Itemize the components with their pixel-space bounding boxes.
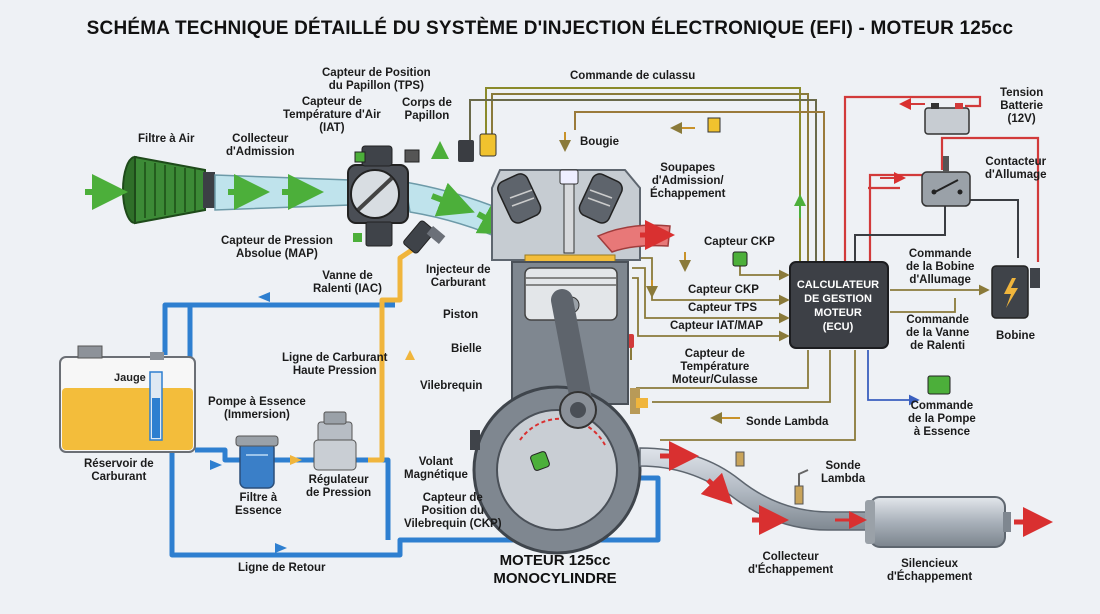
label-reservoir: Réservoir de Carburant (84, 458, 154, 483)
exhaust-flow-arrows (660, 441, 1053, 537)
label-pompe: Pompe à Essence (Immersion) (208, 396, 306, 421)
label-vilebrequin: Vilebrequin (420, 380, 483, 392)
label-injecteur: Injecteur de Carburant (426, 264, 491, 289)
ecu-box (789, 261, 889, 349)
fuel-flow-arrows (210, 292, 287, 553)
label-corps-papillon: Corps de Papillon (402, 97, 452, 122)
label-soupapes: Soupapes d'Admission/ Échappement (650, 162, 726, 200)
ecu-label: CALCULATEUR DE GESTION MOTEUR (ECU) (796, 279, 880, 333)
lambda-sensor (735, 451, 809, 505)
engine-label: MOTEUR 125cc MONOCYLINDRE (493, 552, 617, 587)
fuel-line-high-pressure (368, 247, 414, 463)
air-filter (122, 155, 215, 225)
label-commande-culasse: Commande de culassu (570, 70, 696, 82)
label-commande-vanne: Commande de la Vanne de Ralenti (906, 314, 970, 352)
label-capteur-tps-wire: Capteur TPS (688, 302, 758, 314)
diagram-title: SCHÉMA TECHNIQUE DÉTAILLÉ DU SYSTÈME D'I… (86, 18, 1014, 39)
fuel-filter (235, 435, 279, 489)
injector (403, 220, 446, 254)
ignition-switch (921, 156, 971, 207)
label-capteur-temp: Capteur de Température Moteur/Culasse (672, 348, 758, 386)
power-wires (843, 95, 1040, 268)
throttle-body (347, 145, 420, 247)
label-filtre-essence: Filtre à Essence (235, 492, 282, 517)
label-volant: Volant Magnétique (404, 456, 468, 481)
label-silencieux: Silencieux d'Échappement (887, 558, 973, 583)
label-contacteur: Contacteur d'Allumage (985, 156, 1047, 181)
label-bougie: Bougie (580, 136, 619, 148)
label-bobine: Bobine (996, 330, 1035, 342)
ecu-signal-wires (632, 257, 990, 441)
label-bielle: Bielle (451, 343, 482, 355)
label-tension: Tension Batterie (12V) (1000, 87, 1044, 125)
fuel-tank (59, 345, 196, 453)
label-piston: Piston (443, 309, 479, 321)
label-collecteur-echappement: Collecteur d'Échappement (748, 551, 834, 576)
label-capteur-map: Capteur de Pression Absolue (MAP) (221, 235, 333, 260)
label-vanne-ralenti: Vanne de Ralenti (IAC) (313, 270, 382, 295)
label-commande-pompe: Commande de la Pompe à Essence (908, 400, 976, 438)
label-capteur-iat-map: Capteur IAT/MAP (670, 320, 764, 332)
gauge-label: Jauge (114, 372, 146, 384)
connectors-top (458, 133, 497, 162)
label-collecteur-admission: Collecteur d'Admission (226, 133, 295, 158)
label-filtre-air: Filtre à Air (138, 133, 195, 145)
fuel-pump-connector (927, 375, 951, 395)
label-sonde-lambda: Sonde Lambda (821, 460, 866, 485)
label-capteur-ckp: Capteur CKP (704, 236, 775, 248)
label-ligne-hp: Ligne de Carburant Haute Pression (282, 352, 388, 377)
label-capteur-tps: Capteur de Position du Papillon (TPS) (322, 67, 431, 92)
label-commande-bobine: Commande de la Bobine d'Allumage (906, 248, 975, 286)
label-capteur-ckp-wire: Capteur CKP (688, 284, 759, 296)
engine (470, 169, 675, 555)
label-ligne-retour: Ligne de Retour (238, 562, 326, 574)
sensor-wires (469, 87, 825, 262)
muffler (865, 496, 1011, 548)
label-capteur-ckp-engine: Capteur de Position du Vilebrequin (CKP) (404, 492, 502, 530)
label-sonde-lambda-wire: Sonde Lambda (746, 416, 829, 428)
temp-sensor (628, 334, 634, 360)
battery (924, 103, 970, 135)
ckp-sensor-ext (732, 251, 748, 267)
label-regulateur: Régulateur de Pression (306, 474, 372, 499)
small-arrows (559, 122, 740, 424)
label-capteur-iat: Capteur de Température d'Air (IAT) (283, 96, 381, 134)
pressure-regulator (313, 411, 357, 471)
ignition-coil (991, 265, 1040, 319)
